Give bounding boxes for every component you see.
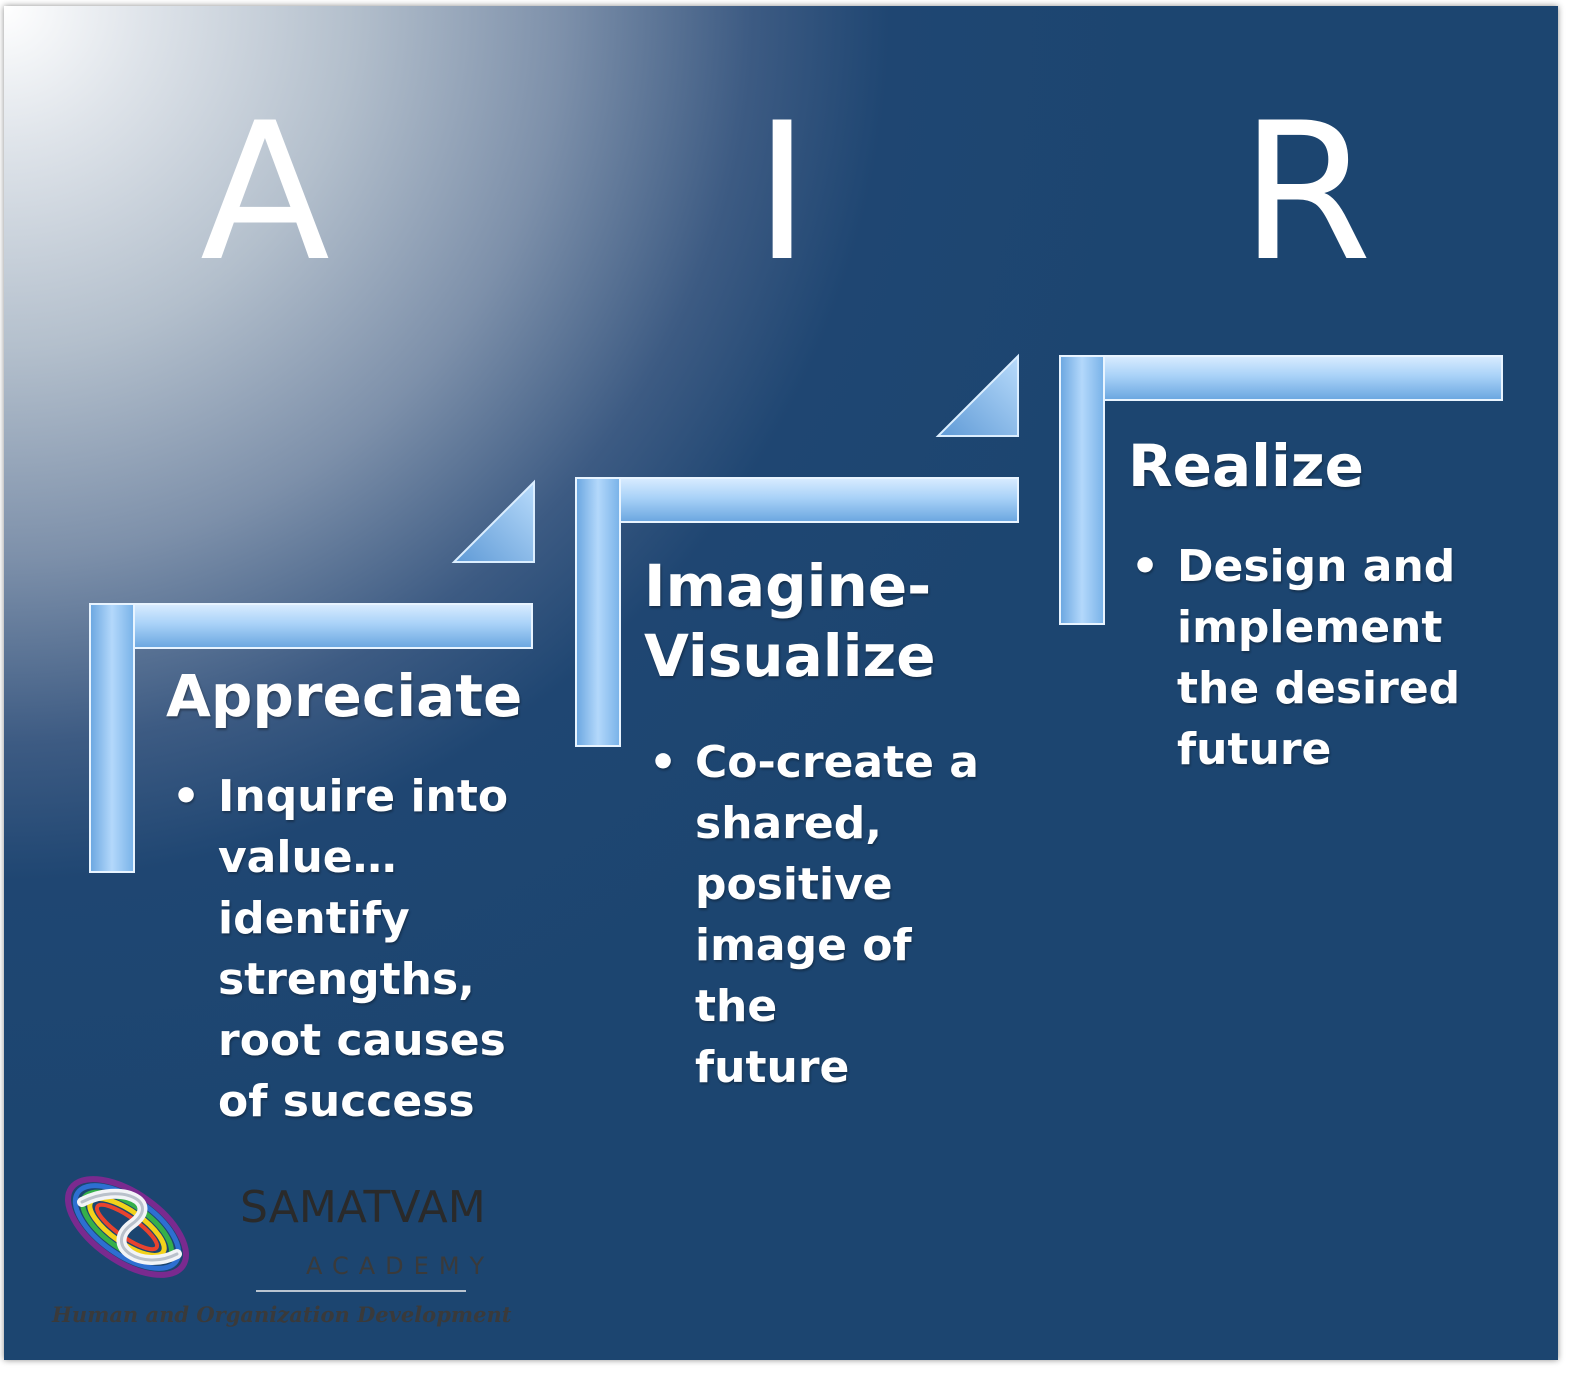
diagram-canvas: A I R [4,6,1558,1360]
step-2-text-line: Co-create a [695,737,979,788]
step-2-text-line: future [695,1042,850,1093]
step-1-bullet-list: • Inquire into value… identify strengths… [172,766,512,1132]
step-3-text-line: implement [1177,602,1443,653]
step-3-title: Realize [1128,432,1364,500]
step-2-text-line: shared, [695,798,882,849]
logo-subtitle: ACADEMY [306,1252,495,1280]
step-1-text-line: root causes [218,1015,506,1066]
step-1-top-bar [89,603,533,649]
step-2-top-bar [575,477,1019,523]
step-1-arrow-tip [451,479,535,563]
step-2-shape [575,353,1019,747]
step-2-bullet-list: • Co-create a shared, positive image of … [649,732,1009,1098]
step-3-bullet-item: • Design and implement the desired futur… [1131,536,1511,780]
step-1-text-line: of success [218,1076,475,1127]
step-3-text-line: future [1177,724,1332,775]
step-1-text-line: Inquire into [218,771,509,822]
step-3-shape [1059,355,1503,625]
step-arrows [89,353,1503,873]
step-3-text-line: the desired [1177,663,1461,714]
step-2-arrow-tip [935,353,1019,437]
step-2-left-bar [575,477,621,747]
step-1-left-bar [89,603,135,873]
letter-i: I [754,82,811,303]
step-1-shape [89,479,535,873]
letter-r: R [1240,82,1373,303]
step-1-text-line: value… [218,832,397,883]
step-3-top-bar [1059,355,1503,401]
step-3-left-bar [1059,355,1105,625]
step-1-title: Appreciate [166,662,523,730]
step-2-text-line: image of the [695,920,912,1032]
step-2-text-line: positive [695,859,893,910]
samatvam-logo: SAMATVAM ACADEMY Human and Organization … [44,1156,511,1346]
step-3-bullet-list: • Design and implement the desired futur… [1131,536,1511,780]
logo-name: SAMATVAM [240,1182,486,1233]
step-2-title-line: Visualize [644,621,936,690]
bullet-icon: • [649,737,678,788]
logo-divider [256,1290,466,1292]
step-2-title: Imagine- Visualize [644,552,1004,691]
bullet-icon: • [172,771,201,822]
step-1-text-line: identify [218,893,410,944]
logo-tagline: Human and Organization Development [52,1302,512,1327]
bullet-icon: • [1131,541,1160,592]
step-1-text-line: strengths, [218,954,475,1005]
step-3-text-line: Design and [1177,541,1456,592]
letter-a: A [200,82,330,303]
swirl-logo-icon [64,1176,190,1278]
step-1-bullet-item: • Inquire into value… identify strengths… [172,766,512,1132]
step-2-bullet-item: • Co-create a shared, positive image of … [649,732,1009,1098]
step-2-title-line: Imagine- [644,552,932,620]
